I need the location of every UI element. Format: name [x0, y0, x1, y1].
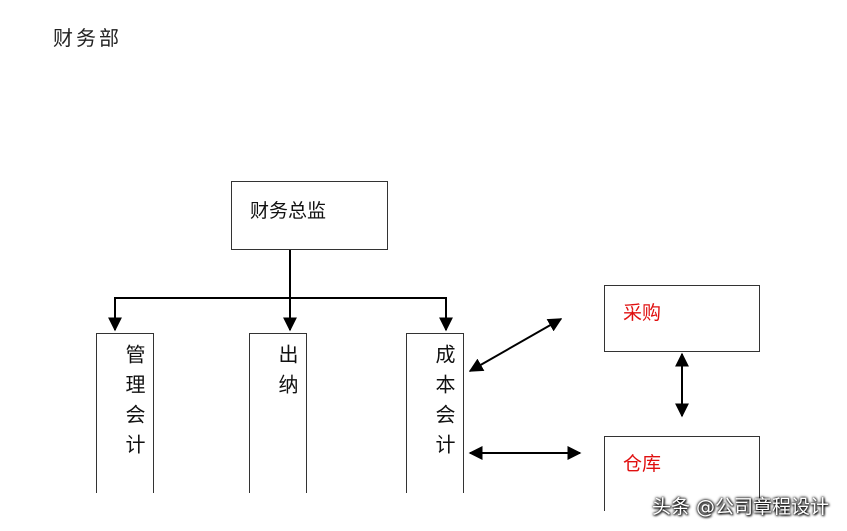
cost-accounting-label: 成本会计: [432, 344, 456, 464]
purchasing-label: 采购: [623, 302, 662, 324]
node-management-accounting: 管理会计: [96, 333, 154, 493]
management-accounting-label: 管理会计: [122, 344, 146, 464]
node-warehouse: 仓库: [604, 436, 760, 511]
page-title: 财务部: [53, 26, 122, 50]
warehouse-label: 仓库: [623, 453, 662, 475]
node-cashier: 出纳: [249, 333, 307, 493]
cashier-label: 出纳: [275, 344, 299, 404]
cost-purchase-arrow: [468, 318, 563, 372]
node-cost-accounting: 成本会计: [406, 333, 464, 493]
director-label: 财务总监: [250, 200, 327, 222]
node-purchasing: 采购: [604, 285, 760, 352]
node-director: 财务总监: [231, 181, 388, 250]
watermark: 头条 @公司章程设计: [651, 496, 829, 518]
